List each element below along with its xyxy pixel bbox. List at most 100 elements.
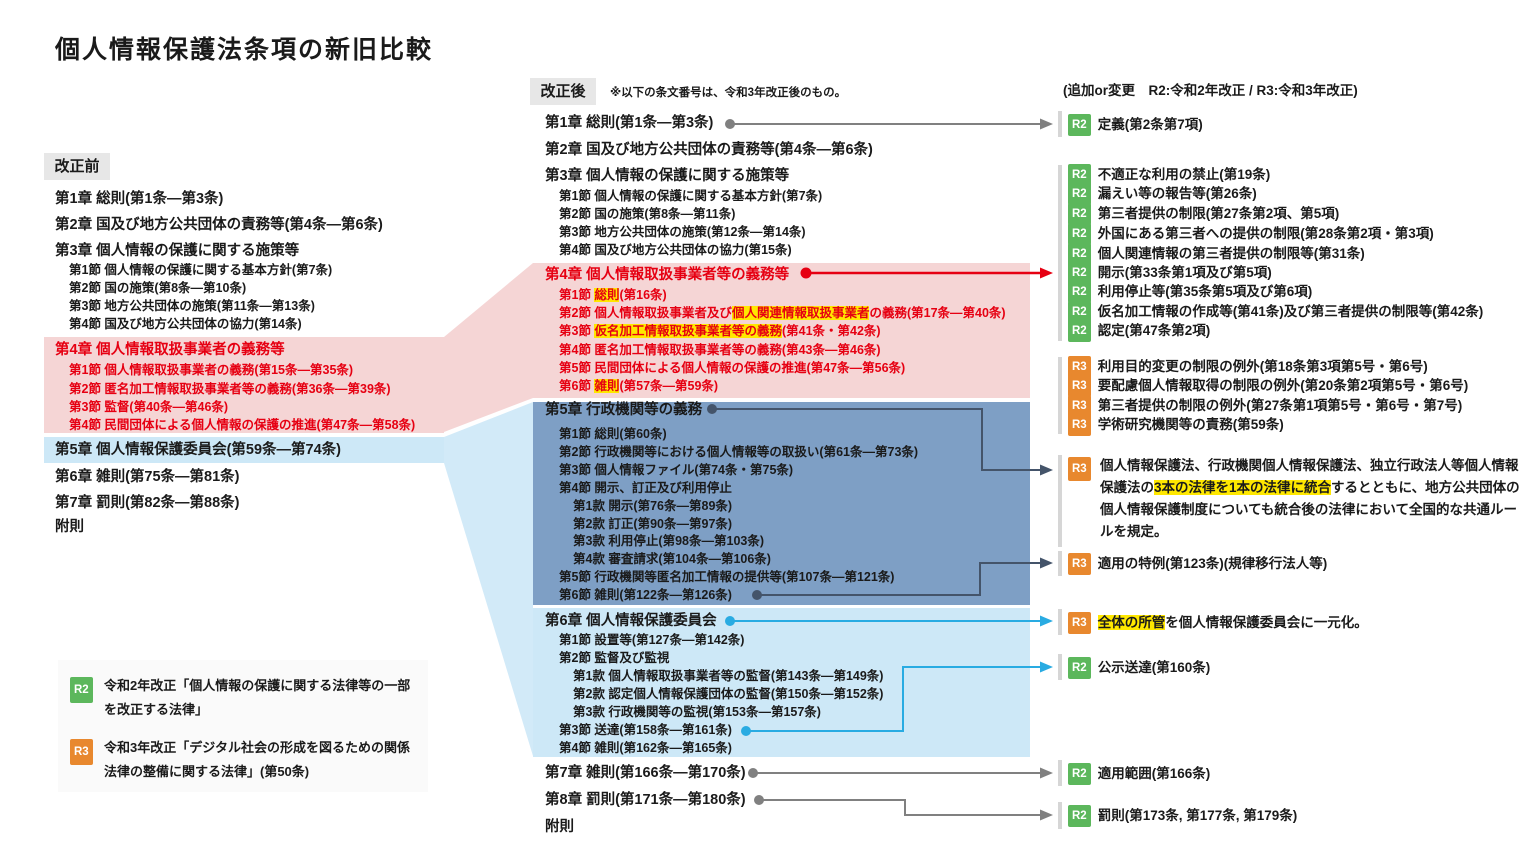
row-text: 個人関連情報の第三者提供の制限等(第31条) [1097,246,1365,261]
row-text: 第2節 監督及び監視 [559,651,670,665]
legend-box [58,660,428,792]
new-law-row: 第1款 開示(第76条—第89条) [573,497,732,515]
new-law-row: 第5節 行政機関等匿名加工情報の提供等(第107条—第121条) [559,568,894,586]
old-law-row: 第1章 総則(第1条—第3条) [55,190,223,208]
row-text: 第1節 個人情報の保護に関する基本方針(第7条) [69,263,333,277]
row-text: 第三者提供の制限(第27条第2項、第5項) [1097,206,1340,221]
old-chapter4-box [44,337,444,433]
new-law-row: 第2節 個人情報取扱事業者及び個人関連情報取扱事業者の義務(第17条—第40条) [559,304,1006,322]
right-group-bar [1058,760,1062,786]
new-law-row: 第1節 総則(第60条) [559,425,667,443]
right-item: R3 第三者提供の制限の例外(第27条第1項第5号・第6号・第7号) [1068,395,1462,417]
r2-badge: R2 [1068,320,1091,342]
old-law-row: 第3節 地方公共団体の施策(第11条—第13条) [69,297,315,315]
r2-badge: R2 [1068,805,1091,827]
r3-badge: R3 [70,739,93,765]
r2-badge: R2 [1068,183,1091,205]
r2-badge: R2 [1068,763,1091,785]
right-item: R2 罰則(第173条, 第177条, 第179条) [1068,805,1297,827]
row-text: 第2款 認定個人情報保護団体の監督(第150条—第152条) [573,687,884,701]
row-text: 第1章 総則(第1条—第3条) [545,115,714,131]
right-group-bar [1058,165,1062,341]
new-law-row: 第3節 地方公共団体の施策(第12条—第14条) [559,223,806,241]
row-text: 第3節 監督(第40条—第46条) [69,400,229,414]
new-law-row: 第2節 監督及び監視 [559,649,669,667]
r2-badge: R2 [70,677,93,703]
new-law-row: 第5節 民間団体による個人情報の保護の推進(第47条—第56条) [559,359,905,377]
row-text: 要配慮個人情報取得の制限の例外(第20条第2項第5号・第6号) [1097,378,1469,393]
r2-badge: R2 [1068,301,1091,323]
row-text: 適用範囲(第166条) [1097,766,1211,781]
row-text: (第57条—第59条) [619,379,719,393]
row-text: 第6節 [559,379,595,393]
row-text: 第3款 利用停止(第98条—第103条) [573,534,765,548]
row-text: 第3章 個人情報の保護に関する施策等 [55,243,300,259]
old-law-row: 第7章 罰則(第82条—第88条) [55,494,240,512]
row-text: の義務(第17条—第40条) [869,306,1006,320]
row-text: 第6章 雑則(第75条—第81条) [55,469,240,485]
new-law-row: 第4節 雑則(第162条—第165条) [559,739,732,757]
row-text: 第2章 国及び地方公共団体の責務等(第4条—第6条) [55,217,383,233]
right-item: R2 認定(第47条第2項) [1068,320,1210,342]
row-text: 第三者提供の制限の例外(第27条第1項第5号・第6号・第7号) [1097,398,1463,413]
old-law-row: 第4節 国及び地方公共団体の協力(第14条) [69,315,302,333]
fan-blue [444,402,533,756]
row-text: 学術研究機関等の責務(第59条) [1097,417,1284,432]
new-law-row: 第1章 総則(第1条—第3条) [545,114,713,132]
row-text: 利用停止等(第35条第5項及び第6項) [1097,284,1313,299]
r3-badge: R3 [1068,356,1091,378]
row-text: 罰則(第173条, 第177条, 第179条) [1097,808,1298,823]
row-text: 第5章 行政機関等の義務 [545,402,703,418]
old-column-label: 改正前 [44,153,110,180]
r2-badge: R2 [1068,114,1091,136]
old-law-row: 第4節 民間団体による個人情報の保護の推進(第47条—第58条) [69,416,415,434]
row-text: 第2節 国の施策(第8条—第11条) [559,207,736,221]
new-law-row: 第2節 国の施策(第8条—第11条) [559,205,735,223]
r3-badge: R3 [1068,553,1091,575]
r3-badge: R3 [1068,457,1091,481]
row-text: 第1節 設置等(第127条—第142条) [559,633,745,647]
old-law-row: 第1節 個人情報の保護に関する基本方針(第7条) [69,261,332,279]
row-text: 第4款 審査請求(第104条—第106条) [573,552,771,566]
new-law-row: 第2節 行政機関等における個人情報等の取扱い(第61条—第73条) [559,443,918,461]
row-text: (第16条) [619,288,667,302]
right-group-bar [1058,455,1062,547]
row-text: 認定(第47条第2項) [1097,323,1211,338]
row-text: 附則 [545,819,574,835]
new-law-row: 第5章 行政機関等の義務 [545,401,702,419]
r3-badge: R3 [1068,395,1091,417]
row-text: 第3節 地方公共団体の施策(第11条—第13条) [69,299,315,313]
row-text: 不適正な利用の禁止(第19条) [1097,167,1271,182]
old-law-row: 第3章 個人情報の保護に関する施策等 [55,242,299,260]
old-law-row: 第6章 雑則(第75条—第81条) [55,468,240,486]
row-text: 第4節 雑則(第162条—第165条) [559,741,732,755]
right-group-bar [1058,654,1062,680]
right-group-bar [1058,609,1062,635]
new-law-row: 第4款 審査請求(第104条—第106条) [573,550,771,568]
row-text: 第3款 行政機関等の監視(第153条—第157条) [573,705,821,719]
highlighted-text: 全体の所管 [1097,615,1166,630]
highlighted-text: 総則 [594,288,620,302]
new-law-row: 第4節 開示、訂正及び利用停止 [559,479,732,497]
old-law-row: 第2節 匿名加工情報取扱事業者等の義務(第36条—第39条) [69,380,391,398]
row-text: 第1章 総則(第1条—第3条) [55,191,224,207]
fan-pink [444,263,533,432]
row-text: 第1節 個人情報取扱事業者の義務(第15条—第35条) [69,363,354,377]
r3-badge: R3 [1068,414,1091,436]
new-column-label: 改正後 [530,78,596,105]
right-group-bar [1058,551,1062,576]
row-text: 利用目的変更の制限の例外(第18条第3項第5号・第6号) [1097,359,1428,374]
new-law-row: 第3款 行政機関等の監視(第153条—第157条) [573,703,821,721]
right-item: R3 学術研究機関等の責務(第59条) [1068,414,1284,436]
row-text: 第5節 行政機関等匿名加工情報の提供等(第107条—第121条) [559,570,895,584]
row-text: 第3節 [559,324,595,338]
row-text: 第2節 個人情報取扱事業者及び [559,306,732,320]
